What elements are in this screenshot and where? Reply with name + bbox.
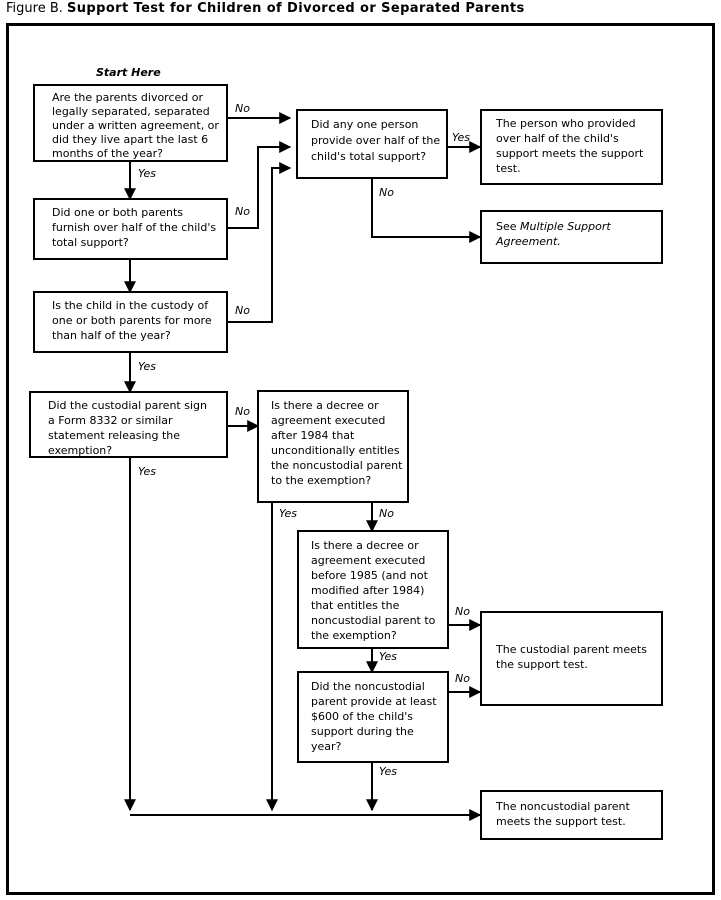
edge-label-q7-no: No — [455, 605, 470, 618]
edge-label-q3-yes: Yes — [138, 360, 156, 373]
connector-q2-no-q5 — [227, 141, 292, 229]
edge-label-q1-no: No — [235, 102, 250, 115]
edge-label-q7-yes: Yes — [379, 650, 397, 663]
figure-title: Figure B. Support Test for Children of D… — [6, 1, 525, 16]
start-here-label: Start Here — [96, 66, 161, 79]
connector-q5-no-r2 — [371, 179, 482, 243]
edge-label-q8-no: No — [455, 672, 470, 685]
edge-label-q4-yes: Yes — [138, 465, 156, 478]
figure-title-text: Support Test for Children of Divorced or… — [67, 1, 525, 16]
edge-label-q4-no: No — [235, 405, 250, 418]
figure-label: Figure B. — [6, 1, 63, 16]
edge-label-q5-yes: Yes — [452, 131, 470, 144]
edge-label-q5-no: No — [379, 186, 394, 199]
edge-label-q8-yes: Yes — [379, 765, 397, 778]
connector-layer — [124, 112, 482, 821]
edge-label-q3-no: No — [235, 304, 250, 317]
edge-label-q2-no: No — [235, 205, 250, 218]
connector-q3-no-q5 — [227, 162, 292, 323]
figure-frame — [6, 23, 715, 895]
edge-label-q1-yes: Yes — [138, 167, 156, 180]
edge-label-q6-yes: Yes — [279, 507, 297, 520]
edge-label-q6-no: No — [379, 507, 394, 520]
